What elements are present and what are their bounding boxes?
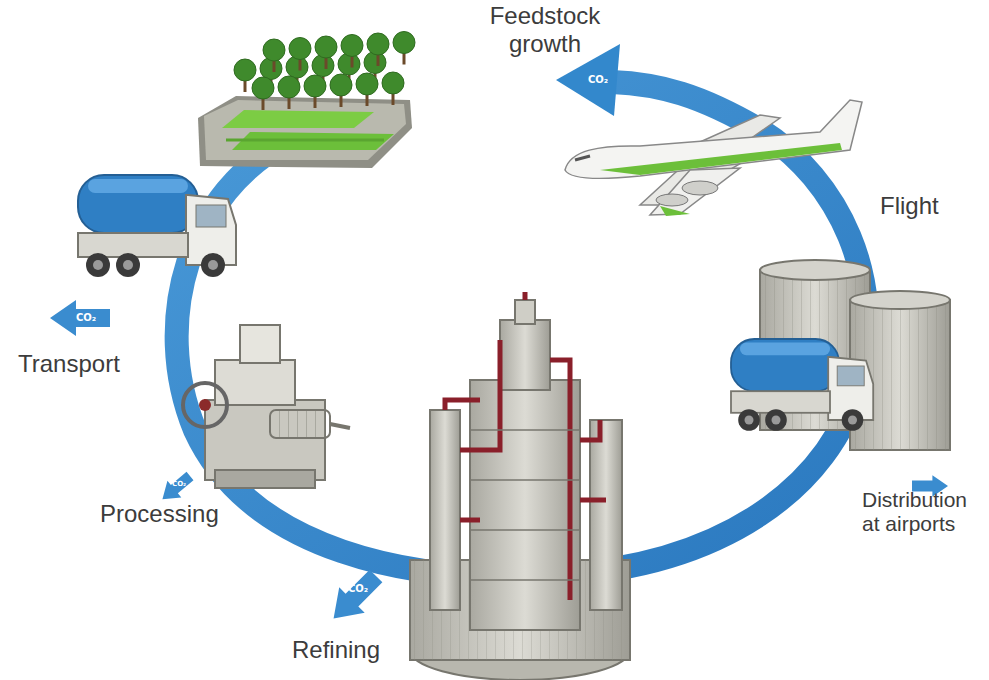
tree-crown — [234, 59, 256, 81]
emission-label: CO₂ — [172, 481, 186, 488]
wheel-hub — [848, 416, 857, 425]
wheel-hub — [93, 260, 103, 270]
stage-label: Processing — [100, 500, 219, 528]
tree-crown — [315, 36, 337, 58]
truck-window — [837, 366, 864, 386]
truck-wheel — [201, 253, 225, 277]
emission-arrow — [321, 563, 389, 631]
tree-crown — [367, 33, 389, 55]
tank-highlight — [88, 179, 188, 193]
stage-label: Distribution at airports — [862, 488, 985, 536]
tanker-truck — [731, 339, 873, 431]
emission-label: CO₂ — [76, 313, 96, 323]
emission-label: CO₂ — [588, 75, 608, 85]
truck-chassis — [731, 391, 830, 413]
tank-highlight — [740, 343, 830, 356]
wheel-hub — [208, 260, 218, 270]
wheel-hub — [772, 416, 781, 425]
truck-wheel — [842, 409, 864, 431]
tree-crown — [278, 76, 300, 98]
tree-crown — [330, 74, 352, 96]
truck-tank — [731, 339, 839, 391]
stage-label: Refining — [292, 636, 380, 664]
stage-label: Flight — [880, 192, 939, 220]
wheel-hub — [123, 260, 133, 270]
tree-crown — [252, 77, 274, 99]
tanker-truck — [78, 175, 236, 277]
truck-chassis — [78, 233, 188, 257]
tree-crown — [289, 38, 311, 60]
tree-crown — [341, 35, 363, 57]
truck-wheel — [765, 409, 787, 431]
tree-crown — [356, 73, 378, 95]
truck-wheel — [86, 253, 110, 277]
tree-crown — [393, 32, 415, 54]
refinery — [410, 292, 630, 680]
tree-crown — [304, 75, 326, 97]
emission-label: CO₂ — [348, 584, 368, 594]
truck-wheel — [116, 253, 140, 277]
tree-crown — [382, 72, 404, 94]
feedstock-field — [198, 32, 415, 169]
emission-arrow — [50, 300, 110, 336]
stage-label: Transport — [18, 350, 120, 378]
truck-wheel — [738, 409, 760, 431]
airplane — [565, 100, 862, 216]
stage-label: Feedstock growth — [470, 2, 620, 57]
truck-window — [196, 205, 226, 227]
tree-crown — [263, 39, 285, 61]
truck-tank — [78, 175, 198, 233]
oil-press — [183, 325, 350, 488]
wheel-hub — [745, 416, 754, 425]
